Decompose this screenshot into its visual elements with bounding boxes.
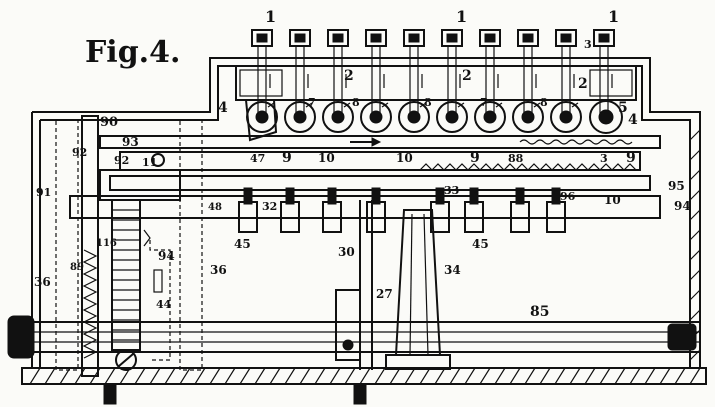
label-shaft-8c: 8 [540, 96, 548, 109]
central-column [359, 200, 451, 370]
cam-disc-5 [430, 187, 450, 233]
label-ref-47: 47 [250, 152, 265, 165]
cam-disc-7 [510, 187, 530, 233]
label-key-1a: 1 [265, 7, 276, 26]
dial-6 [436, 101, 468, 133]
cam-disc-1 [238, 187, 258, 233]
label-ref-30: 30 [338, 245, 355, 259]
label-bar-10c: 10 [604, 193, 621, 207]
left-mechanism [55, 115, 203, 377]
dial-9 [550, 101, 582, 133]
key-7 [479, 29, 501, 118]
label-lever-4b: 4 [628, 112, 638, 128]
pawl [244, 99, 278, 142]
label-ref-96: 96 [560, 190, 576, 203]
key-3 [327, 29, 349, 118]
label-ref-92b: 92 [114, 154, 129, 167]
label-dial-3: 3 [584, 38, 592, 51]
label-key-1c: 1 [608, 7, 619, 26]
label-bar-10a: 10 [318, 151, 335, 165]
dial-7 [474, 101, 506, 133]
label-bar-9c: 9 [626, 150, 636, 166]
label-ref-45a: 45 [234, 237, 251, 251]
housing-frame [21, 57, 707, 405]
cam-discs [238, 187, 566, 233]
label-ref-91: 91 [36, 186, 51, 199]
figure-title: Fig.4. [85, 35, 180, 70]
dial-3 [322, 101, 354, 133]
label-ref-85: 85 [530, 304, 549, 320]
label-gear-5: 5 [618, 100, 628, 116]
label-ref-27: 27 [376, 287, 393, 301]
dial-1 [246, 101, 278, 133]
label-ref-89: 89 [70, 262, 84, 273]
label-slot-2a: 2 [344, 68, 354, 84]
key-row [235, 29, 637, 118]
dial-8 [512, 101, 544, 133]
key-8 [517, 29, 539, 118]
label-shaft-7b: 7 [480, 96, 488, 109]
cam-disc-6 [464, 187, 484, 233]
label-ref-45b: 45 [472, 237, 489, 251]
label-shaft-7a: 7 [308, 96, 316, 109]
label-bar-9a: 9 [282, 150, 292, 166]
label-shaft-8a: 8 [352, 96, 360, 109]
drive-shaft [7, 289, 701, 361]
label-ref-88: 88 [508, 152, 524, 165]
cam-disc-4 [366, 187, 386, 233]
cam-disc-3 [322, 187, 342, 233]
label-ref-94b: 94 [158, 249, 175, 263]
label-slot-2b: 2 [462, 68, 472, 84]
label-ref-90: 90 [100, 115, 118, 130]
label-ref-93: 93 [122, 135, 139, 149]
label-key-1b: 1 [456, 7, 467, 26]
label-slot-2c: 2 [578, 76, 588, 92]
dial-4 [360, 101, 392, 133]
key-2 [289, 29, 311, 118]
label-ref-36a: 36 [34, 275, 51, 289]
label-ref-36b: 36 [210, 263, 227, 277]
key-4 [365, 29, 387, 118]
label-ref-34: 34 [444, 263, 461, 277]
label-bar-9b: 9 [470, 150, 480, 166]
key-1 [251, 29, 273, 118]
label-ref-92a: 92 [72, 146, 87, 159]
label-shaft-8b: 8 [424, 96, 432, 109]
label-ref-116: 116 [96, 238, 117, 249]
key-5 [403, 29, 425, 118]
rack-assembly [69, 135, 661, 219]
key-10 [593, 29, 615, 118]
dial-2 [284, 101, 316, 133]
cam-disc-8 [546, 187, 566, 233]
label-ref-3b: 3 [600, 152, 608, 165]
label-ref-11: 11 [142, 156, 157, 169]
label-ref-44: 44 [156, 298, 172, 311]
dial-row [246, 100, 623, 134]
dial-5 [398, 101, 430, 133]
cam-disc-2 [280, 187, 300, 233]
label-ref-32: 32 [262, 200, 277, 213]
label-lever-4a: 4 [218, 100, 228, 116]
label-bar-10b: 10 [396, 151, 413, 165]
key-6 [441, 29, 463, 118]
label-ref-33: 33 [444, 184, 459, 197]
label-ref-94a: 94 [674, 199, 691, 213]
key-9 [555, 29, 577, 118]
label-ref-95: 95 [668, 179, 685, 193]
label-ref-48: 48 [208, 202, 222, 213]
